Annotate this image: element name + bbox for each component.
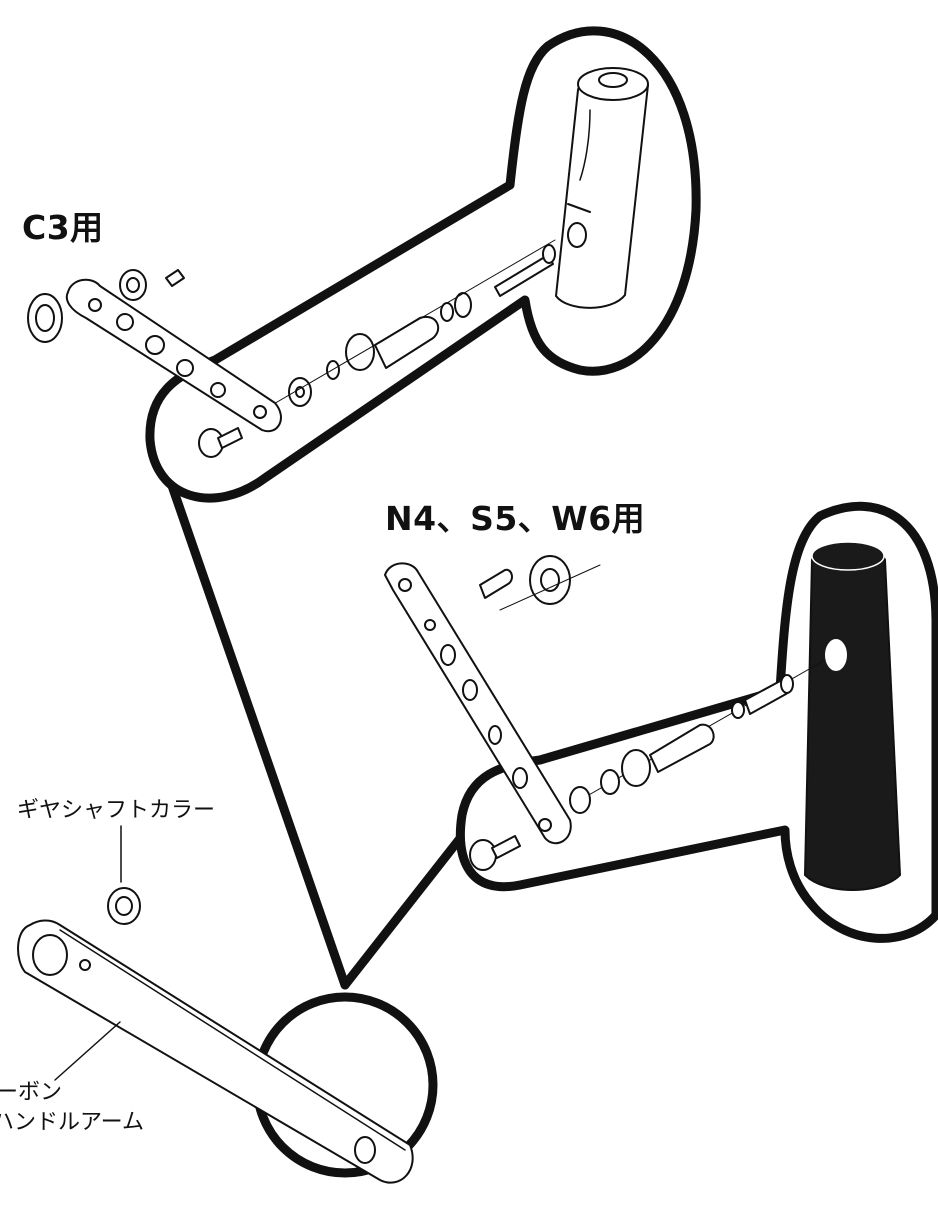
label-gear-shaft-collar: ギヤシャフトカラー xyxy=(17,798,216,823)
label-c3: C3用 xyxy=(22,208,104,247)
label-n4s5w6: N4、S5、W6用 xyxy=(385,499,646,538)
n4-plate-arm xyxy=(384,555,601,871)
connector-line-lower xyxy=(340,827,470,990)
c3-plate-arm xyxy=(27,269,282,458)
knob-white xyxy=(555,67,649,309)
n4-shaft-parts xyxy=(569,659,826,814)
gear-shaft-collar xyxy=(107,825,141,925)
connector-line-upper xyxy=(165,475,350,990)
detail-balloon-c3 xyxy=(145,26,701,503)
carbon-leader-line xyxy=(54,1021,121,1081)
c3-shaft-parts xyxy=(259,239,556,413)
carbon-handle-arm xyxy=(17,919,414,1184)
knob-dark xyxy=(804,541,901,891)
label-carbon-line1: ーボン xyxy=(0,1080,63,1105)
label-carbon-line2: ハンドルアーム xyxy=(0,1110,145,1135)
